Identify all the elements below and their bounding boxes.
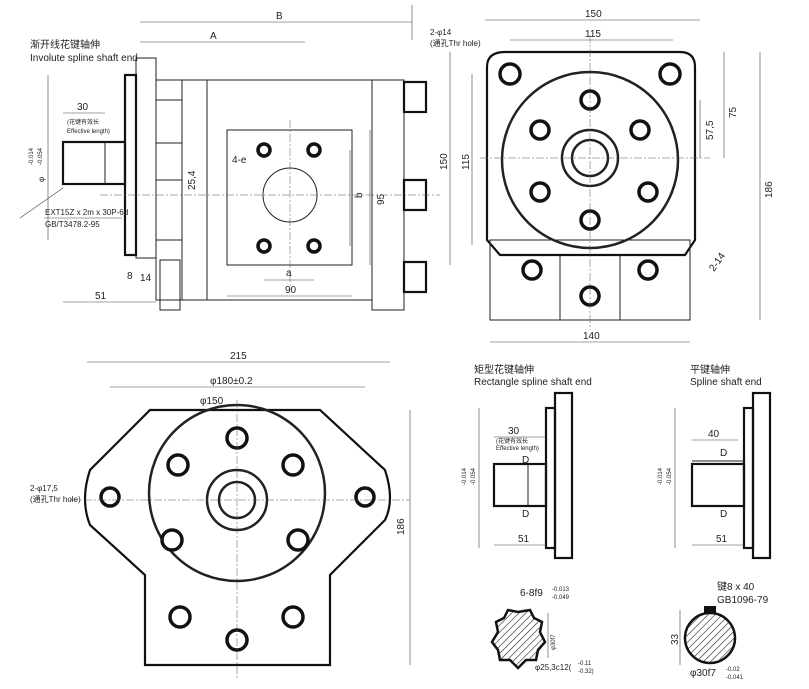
rect-effective-en: Effective length)	[496, 446, 539, 452]
key-title-en: Spline shaft end	[690, 377, 762, 388]
front-dim-150-left: 150	[439, 153, 450, 170]
side-dim-30: 30	[77, 102, 89, 113]
dim-8: 8	[127, 271, 133, 282]
key-title-cn: 平键轴伸	[690, 363, 730, 376]
dim-95: 95	[376, 193, 387, 205]
rect-width-tol-lower: -0.049	[552, 595, 570, 601]
front-dim-75: 75	[728, 106, 739, 118]
front-dim-115-left: 115	[461, 154, 472, 170]
flange-dim-phi180: φ180±0.2	[210, 376, 253, 387]
key-section-top: D	[720, 448, 727, 459]
flange-dim-186: 186	[396, 518, 407, 535]
key-mark	[704, 606, 716, 614]
key-tol-upper: -0.014	[658, 467, 664, 485]
front-dim-57-5: 57,5	[705, 120, 716, 140]
flange-dim-215: 215	[230, 351, 247, 362]
key-phi-tol-upper: -0.02	[726, 667, 740, 673]
side-tol-phi: φ	[37, 177, 46, 182]
rect-title-cn: 矩型花键轴伸	[474, 363, 534, 376]
key-std: GB1096-79	[717, 595, 769, 606]
key-shaft: 平键轴伸 Spline shaft end 40 D D -0.014 -0.0…	[658, 363, 772, 681]
rect-minor-tol-lower: -0.32)	[578, 669, 594, 675]
dim-B: B	[276, 11, 283, 22]
rect-tol-upper: -0.014	[462, 467, 468, 485]
rect-dim-51: 51	[518, 534, 530, 545]
front-dim-140: 140	[583, 331, 600, 342]
rect-spline-shaft: 矩型花键轴伸 Rectangle spline shaft end 30 (花键…	[462, 363, 594, 675]
key-spec: 键8 x 40	[717, 580, 755, 593]
side-effective-cn: (花键有效长	[67, 118, 99, 126]
dim-b: b	[354, 192, 365, 198]
rect-effective-cn: (花键有效长	[496, 437, 528, 445]
rect-dim-major: φ30f7	[551, 634, 557, 650]
rect-spline-width: 6-8f9	[520, 588, 543, 599]
flange-thru-hole: (通孔Thr hole)	[30, 494, 81, 504]
key-dim-40: 40	[708, 429, 720, 440]
key-dim-33: 33	[670, 633, 681, 645]
rect-section-top: D	[522, 455, 529, 466]
spline-spec: EXT15Z x 2m x 30P-6d	[45, 208, 128, 217]
side-title-en: Involute spline shaft end	[30, 53, 138, 64]
key-phi-tol-lower: -0.041	[726, 675, 744, 681]
front-dim-186: 186	[764, 181, 775, 198]
side-view: 渐开线花键轴伸 Involute spline shaft end B A 30	[19, 5, 440, 311]
flange-view: 215 φ180±0.2 φ150 2-φ17,5 (通孔Thr hole) 1…	[30, 351, 411, 680]
dim-A: A	[210, 31, 217, 42]
holes-4: 4-e	[232, 155, 247, 166]
dim-25-4: 25,4	[187, 170, 198, 190]
flange-holes-2: 2-φ17,5	[30, 484, 58, 493]
front-thru-hole: (通孔Thr hole)	[430, 38, 481, 48]
side-tol-lower: -0.054	[38, 147, 44, 165]
front-dim-150-top: 150	[585, 9, 602, 20]
rect-section-bottom: D	[522, 509, 529, 520]
side-title-cn: 渐开线花键轴伸	[30, 38, 100, 51]
spline-std: GB/T3478.2-95	[45, 220, 100, 229]
key-tol-lower: -0.054	[667, 467, 673, 485]
rect-dim-30: 30	[508, 426, 520, 437]
dim-90: 90	[285, 285, 297, 296]
key-dim-phi30: φ30f7	[690, 668, 716, 679]
rect-tol-lower: -0.054	[471, 467, 477, 485]
key-dim-51: 51	[716, 534, 728, 545]
dim-51: 51	[95, 291, 107, 302]
rect-width-tol-upper: -0.013	[552, 587, 570, 593]
side-effective-en: Effective length)	[67, 129, 110, 135]
dim-14: 14	[140, 273, 152, 284]
side-tol-upper: -0.014	[29, 147, 35, 165]
rect-title-en: Rectangle spline shaft end	[474, 377, 592, 388]
front-holes-2: 2-φ14	[430, 28, 452, 37]
flange-dim-phi150: φ150	[200, 396, 224, 407]
dim-a: a	[286, 268, 292, 279]
front-view: 150 2-φ14 (通孔Thr hole) 115 57,5 75 150 1…	[430, 9, 775, 343]
rect-dim-minor: φ25,3c12(	[535, 663, 572, 672]
front-dim-2-14: 2-14	[707, 251, 728, 274]
front-dim-115-top: 115	[585, 29, 601, 40]
rect-minor-tol-upper: -0.11	[578, 661, 592, 667]
key-section-bottom: D	[720, 509, 727, 520]
